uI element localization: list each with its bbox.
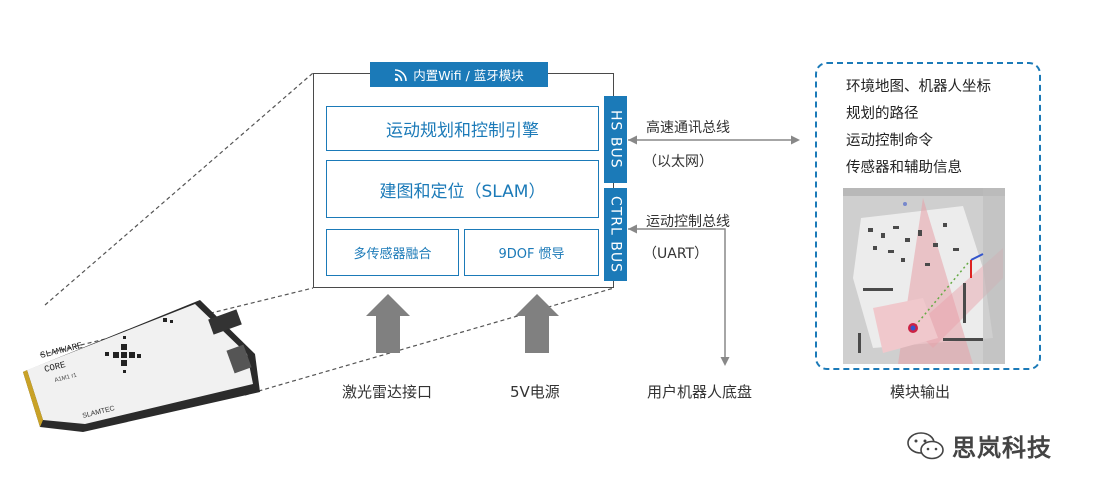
hs-bus-bar: HS BUS: [604, 96, 627, 183]
imu-module: 9DOF 惯导: [464, 229, 599, 276]
module-output-box: [815, 62, 1041, 370]
module-output-caption: 模块输出: [890, 383, 951, 401]
hs-bus-label: HS BUS: [607, 110, 624, 169]
sensor-fusion-module: 多传感器融合: [326, 229, 459, 276]
output-item-path: 规划的路径: [846, 106, 919, 122]
slamware-core-board: SLAMWARE CORE A1M1 r1 SLAMTEC: [23, 300, 260, 432]
slam-module: 建图和定位（SLAM）: [326, 160, 599, 218]
lidar-interface-label: 激光雷达接口: [342, 383, 433, 401]
output-item-map: 环境地图、机器人坐标: [846, 79, 991, 95]
slam-label: 建图和定位（SLAM）: [379, 181, 546, 202]
ctrl-bus-title: 运动控制总线: [646, 214, 730, 230]
output-item-sensor: 传感器和辅助信息: [846, 160, 962, 176]
sensor-fusion-label: 多传感器融合: [353, 247, 432, 262]
imu-label: 9DOF 惯导: [498, 247, 565, 262]
watermark: 思岚科技: [906, 428, 1052, 463]
hs-bus-title: 高速通讯总线: [646, 120, 730, 136]
board-face: [27, 304, 253, 424]
lidar-input-arrow: [366, 294, 410, 353]
chassis-label: 用户机器人底盘: [647, 383, 753, 401]
board-cross-logo: [105, 318, 173, 373]
ctrl-bus-arrow: [628, 224, 730, 366]
motion-planning-module: 运动规划和控制引擎: [326, 106, 599, 151]
power-label: 5V电源: [510, 383, 560, 401]
hs-bus-arrow: [628, 135, 800, 145]
wifi-tab-label: 内置Wifi / 蓝牙模块: [413, 68, 524, 83]
hs-bus-subtitle: （以太网）: [643, 154, 713, 170]
watermark-text: 思岚科技: [952, 434, 1052, 462]
ctrl-bus-label: CTRL BUS: [607, 195, 624, 274]
wifi-bluetooth-tab: 内置Wifi / 蓝牙模块: [370, 62, 548, 87]
slam-map-image: [843, 188, 1005, 364]
zoom-line-top-left: [44, 72, 314, 306]
power-input-arrow: [515, 294, 559, 353]
output-item-motion: 运动控制命令: [846, 133, 933, 149]
ctrl-bus-bar: CTRL BUS: [604, 188, 627, 281]
wechat-icon: [907, 431, 944, 459]
output-list: 环境地图、机器人坐标 规划的路径 运动控制命令 传感器和辅助信息: [846, 74, 991, 182]
wifi-icon: [395, 68, 408, 81]
motion-planning-label: 运动规划和控制引擎: [386, 121, 539, 141]
ctrl-bus-subtitle: （UART）: [643, 246, 709, 262]
zoom-line-bottom-right: [244, 287, 615, 396]
board-model: A1M1 r1: [54, 372, 78, 383]
